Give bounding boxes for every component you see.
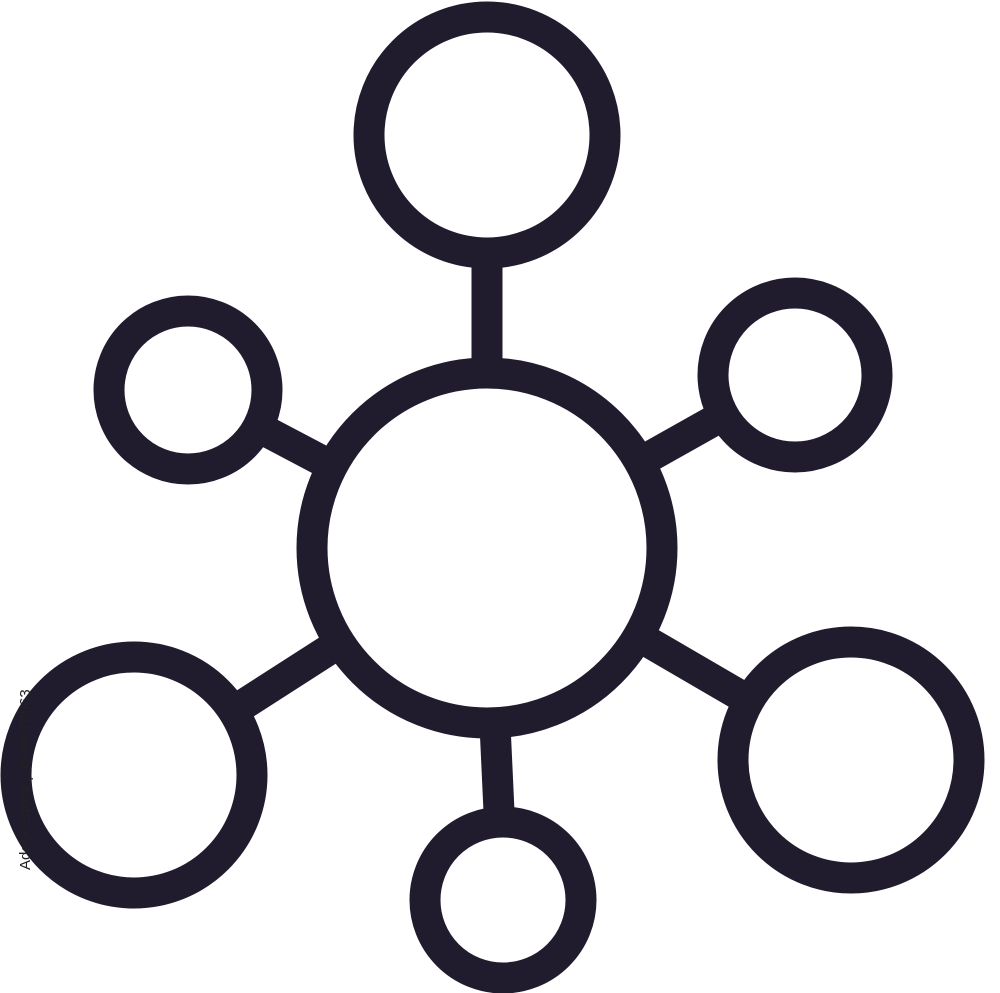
bottom-node-circle bbox=[409, 806, 597, 993]
bottom-right-node-connector bbox=[630, 622, 757, 714]
top-node-circle bbox=[353, 1, 621, 269]
center-node-circle bbox=[296, 357, 678, 739]
bottom-right-node-circle bbox=[717, 626, 985, 894]
left-node-circle bbox=[93, 295, 283, 485]
bottom-left-node-circle bbox=[0, 641, 268, 909]
bottom-left-node-connector bbox=[224, 629, 349, 725]
bottom-node-connector bbox=[479, 722, 515, 823]
right-node-circle bbox=[697, 277, 893, 473]
watermark-text: Adobe Stock | #549672063 bbox=[17, 689, 34, 870]
right-node-connector bbox=[632, 401, 732, 476]
